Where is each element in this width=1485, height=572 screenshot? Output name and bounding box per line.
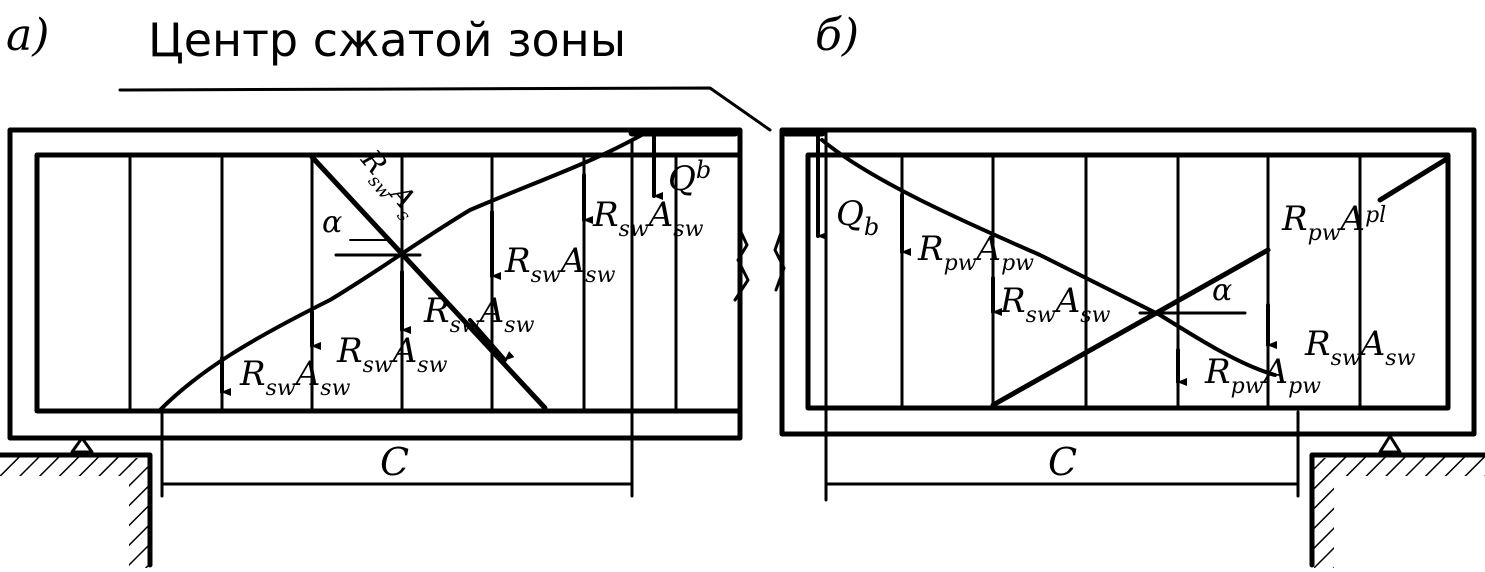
panel-a-span-label: C — [380, 440, 409, 484]
ground-hatch — [129, 458, 149, 568]
panel-b-break-line — [773, 228, 786, 292]
compressed-zone-center-caption: Центр сжатой зоны — [148, 13, 626, 67]
ground-hatch — [1330, 456, 1485, 476]
panel-a-span-dimension: C — [160, 138, 634, 498]
panel-a-force-label-5: RswAsw — [592, 195, 704, 242]
ground-line — [0, 452, 153, 568]
ground-line — [1309, 452, 1485, 568]
panel-a-break-line — [733, 228, 750, 302]
panel-b-force-label-1: RpwApw — [917, 229, 1034, 276]
ground-hatch — [0, 456, 132, 476]
panel-a-force-label-1: RswAsw — [239, 354, 351, 401]
panel-a-force-label-3: RswAsw — [423, 291, 535, 338]
panel-b-force-label-4: RswAsw — [1304, 324, 1416, 371]
panel-a-force-label-2: RswAsw — [336, 331, 448, 378]
panel-b-beam-outline — [779, 127, 1477, 437]
panel-a-force-label-4: RswAsw — [504, 241, 616, 288]
support-pin-icon — [1378, 434, 1402, 454]
panel-b-letter: б) — [815, 10, 859, 61]
panel-b-angle-label: α — [1212, 273, 1232, 308]
panel-a-reinforcement-cage — [34, 152, 743, 414]
panel-a-left-support — [0, 436, 153, 568]
panel-a-angle-label: α — [322, 205, 342, 240]
panel-b-right-support — [1309, 434, 1485, 568]
panel-a-inclined-bar — [309, 154, 548, 411]
panel-a-letter: а) — [6, 10, 49, 61]
support-pin-icon — [70, 436, 94, 454]
panel-b-force-label-3: RpwApl — [1281, 199, 1386, 246]
panel-b-span-dimension: C — [824, 406, 1300, 502]
panel-b-reinforcement-cage — [805, 152, 1451, 411]
panel-b-qb-label: Qb — [836, 194, 879, 241]
panel-a-qb-label: Qb — [668, 156, 711, 199]
panel-b-beam: α — [773, 127, 1477, 437]
ground-hatch — [1314, 458, 1334, 568]
panel-b-inclined-bar — [1377, 157, 1448, 203]
panel-b-span-label: C — [1048, 440, 1077, 484]
compressed-zone-leader — [118, 86, 772, 132]
panel-a-beam: α — [7, 127, 750, 441]
panel-a-inclined-force-arrow — [468, 318, 515, 362]
panel-b-force-label-5: RpwApw — [1204, 352, 1321, 399]
panel-b-inclined-crack — [820, 138, 1277, 377]
panel-b-inclined-bar — [990, 247, 1271, 408]
panel-b-force-label-2: RswAsw — [999, 281, 1111, 328]
